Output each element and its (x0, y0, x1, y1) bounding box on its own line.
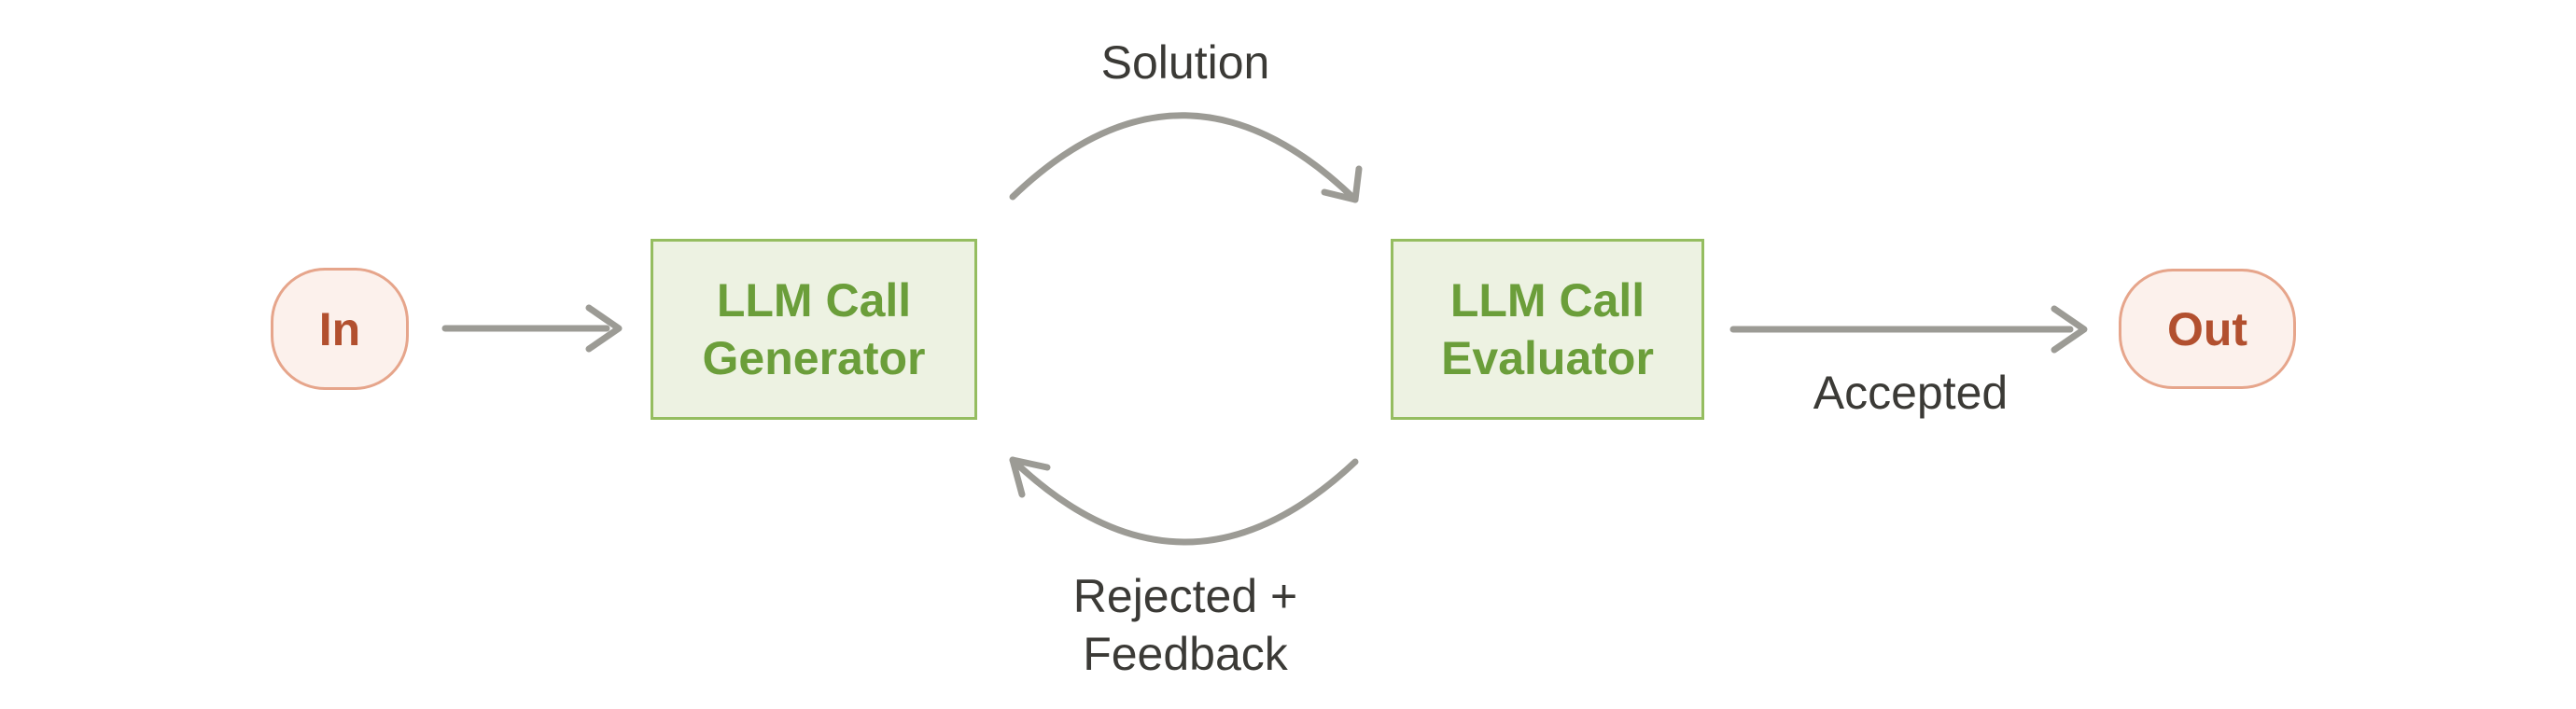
arrowhead-icon (1009, 456, 1051, 498)
node-out-label: Out (2166, 302, 2248, 355)
rejected-feedback-line2: Feedback (1083, 628, 1288, 680)
node-in: In (271, 268, 409, 390)
arrowhead-icon (585, 304, 623, 353)
node-llm-call-generator: LLM Call Generator (651, 239, 977, 420)
node-in-label: In (318, 302, 361, 355)
arc-shaft (1009, 112, 1359, 203)
edge-label-accepted: Accepted (1813, 367, 2009, 419)
evaluator-label-line1: LLM Call (1449, 274, 1645, 327)
edge-label-rejected-feedback: Rejected + Feedback (1073, 567, 1297, 683)
arrowhead-icon (2051, 305, 2088, 354)
evaluator-label-line2: Evaluator (1441, 332, 1654, 384)
arrowhead-icon (1321, 165, 1363, 203)
arrow-evaluator-to-out (1729, 305, 2088, 354)
arc-generator-to-evaluator (1009, 112, 1363, 203)
rejected-feedback-line1: Rejected + (1072, 570, 1298, 622)
generator-label-line2: Generator (702, 332, 926, 384)
arc-shaft (1009, 456, 1359, 546)
node-llm-call-evaluator: LLM Call Evaluator (1391, 239, 1704, 420)
edge-label-solution: Solution (1100, 36, 1270, 89)
arc-evaluator-to-generator (1009, 456, 1359, 546)
generator-label-line1: LLM Call (716, 274, 912, 327)
arrow-in-to-generator (441, 304, 623, 353)
node-out: Out (2119, 269, 2296, 389)
